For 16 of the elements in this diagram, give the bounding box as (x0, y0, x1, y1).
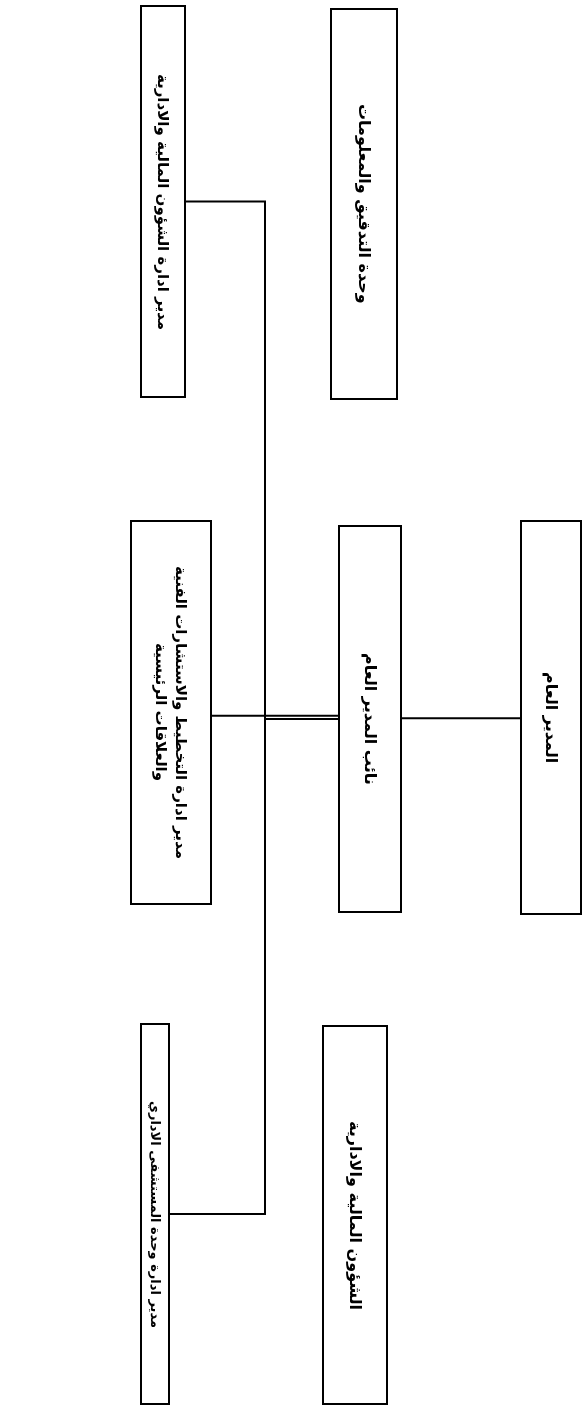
connector-line (401, 717, 521, 720)
org-box (140, 1023, 170, 1405)
org-box (330, 8, 398, 400)
connector-line (211, 714, 339, 717)
box-label: مدير ادارة التخطيط والاستشارات الفنية والعلاقات الرئيسية (151, 565, 192, 861)
org-box (130, 520, 212, 905)
org-box (322, 1025, 388, 1405)
org-box (140, 5, 186, 398)
box-label: مدير ادارة وحدة المستشفى الاداري (146, 1100, 164, 1328)
org-box (338, 525, 402, 913)
box-label: مدير ادارة الشؤون المالية والادارية (153, 73, 174, 330)
box-label: المدير العام (540, 671, 562, 764)
box-label: نائب المدير العام (359, 653, 381, 785)
org-box (520, 520, 582, 915)
box-label: وحدة التدقيق والمعلومات (353, 104, 375, 304)
box-label: الشؤون المالية والادارية (344, 1120, 366, 1310)
